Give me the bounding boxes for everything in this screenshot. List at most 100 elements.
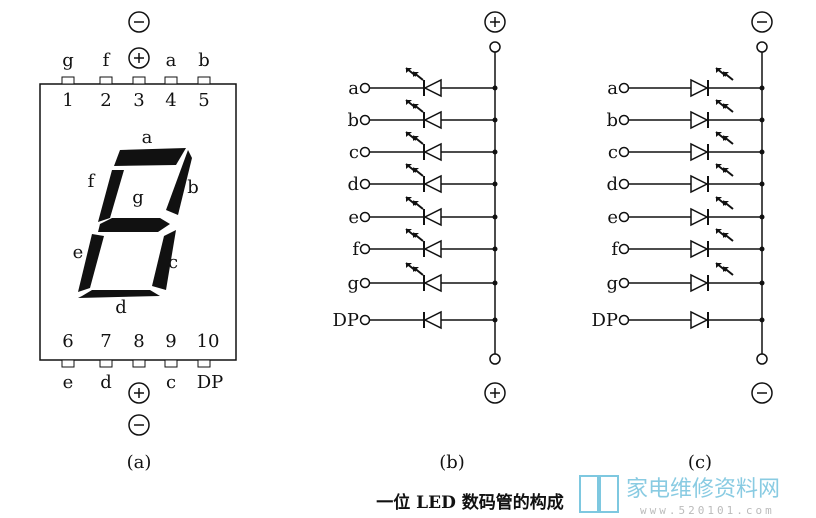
pin-2 [99,76,113,85]
arrow-head [406,197,412,202]
junction-dot [759,317,765,323]
input-node [618,114,630,126]
segment-g [98,218,170,232]
arrow-head [413,136,419,141]
arrow-head [716,68,722,73]
pin-8 [132,359,146,368]
figure-title: 一位 LED 数码管的构成 [376,492,564,513]
row-label-d: d [347,174,359,195]
junction-dot [492,317,498,323]
arrow-head [723,201,729,206]
input-node [359,178,371,190]
led-diode-icon [690,273,709,293]
arrow-head [723,136,729,141]
pin-number: 7 [100,331,111,352]
arrow-head [406,164,412,169]
row-label-a: a [348,78,359,99]
bus-bottom-node [756,353,768,365]
input-node [618,178,630,190]
arrow-head [406,263,412,268]
pin-4 [164,76,178,85]
pin-6 [61,359,75,368]
segment-f [98,170,124,222]
input-node [618,277,630,289]
row-label-e: e [607,207,618,228]
row-label-a: a [607,78,618,99]
row-label-e: e [348,207,359,228]
row-label-f: f [611,239,619,260]
row-label-dp: DP [332,310,359,331]
arrow-head [723,72,729,77]
pin-number: 9 [165,331,176,352]
arrow-head [413,168,419,173]
input-node [618,314,630,326]
panel-b-caption: (b) [439,452,465,473]
arrow-head [406,132,412,137]
segment-label-f: f [88,171,96,192]
pin-7 [99,359,113,368]
segment-c [152,230,176,290]
pin-segment-label: e [63,372,74,393]
input-node [359,146,371,158]
pin-5 [197,76,211,85]
arrow-head [716,229,722,234]
led-diode-icon [690,78,709,98]
junction-dot [492,246,498,252]
junction-dot [759,214,765,220]
led-diode-icon [423,207,442,227]
segment-label-a: a [142,127,153,148]
led-diode-icon [423,142,442,162]
input-node [359,314,371,326]
pin-segment-label: f [103,50,111,71]
junction-dot [492,85,498,91]
arrow-head [406,229,412,234]
pin-number: 3 [133,90,144,111]
row-label-g: g [347,273,359,294]
led-diode-icon [690,310,709,330]
led-diode-icon [423,239,442,259]
panel-c-caption: (c) [688,452,712,473]
junction-dot [492,181,498,187]
row-label-b: b [606,110,618,131]
arrow-head [413,104,419,109]
pin-3 [132,76,146,85]
led-diode-icon [423,273,442,293]
arrow-head [716,132,722,137]
pin-number: 10 [197,331,220,352]
pin-number: 5 [198,90,209,111]
row-label-c: c [349,142,359,163]
segment-label-e: e [73,242,84,263]
junction-dot [759,280,765,286]
segment-label-c: c [168,252,178,273]
arrow-head [406,68,412,73]
led-diode-icon [423,174,442,194]
pin-segment-label: d [100,372,112,393]
pin-segment-label: g [62,50,74,71]
row-label-dp: DP [591,310,618,331]
pin-segment-label: DP [197,372,224,393]
input-node [359,82,371,94]
arrow-head [716,164,722,169]
led-diode-icon [690,110,709,130]
junction-dot [492,149,498,155]
junction-dot [759,117,765,123]
row-label-c: c [608,142,618,163]
segment-label-d: d [115,297,127,318]
junction-dot [759,85,765,91]
row-label-g: g [606,273,618,294]
input-node [359,277,371,289]
arrow-head [716,197,722,202]
arrow-head [716,100,722,105]
led-diode-icon [690,142,709,162]
arrow-head [413,201,419,206]
junction-dot [492,117,498,123]
input-node [618,82,630,94]
arrow-head [413,72,419,77]
input-node [618,146,630,158]
row-label-d: d [606,174,618,195]
led-diode-icon [690,174,709,194]
input-node [359,114,371,126]
input-node [618,243,630,255]
